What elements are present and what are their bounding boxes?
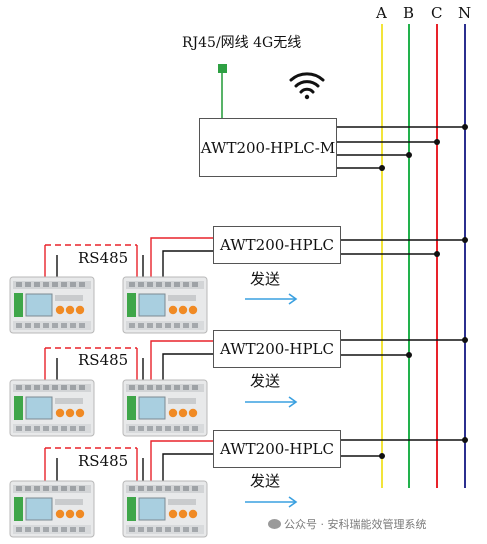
group-3-module: AWT200-HPLC [213,430,341,468]
bus-label-b: B [403,4,415,22]
wechat-icon [268,519,281,529]
group-1-wiring [340,239,465,255]
group-2-meter-right [122,379,208,437]
gateway-wiring [336,126,465,169]
group-1-send-label: 发送 [250,270,281,288]
group-1-junctions [434,237,468,257]
group-1-send-arrow-icon [245,293,298,305]
bus-label-a: A [376,4,387,22]
gateway-module: AWT200-HPLC-M [199,118,337,177]
group-2-wiring [340,339,465,356]
group-2-junctions [406,337,468,358]
group-3-junctions [379,437,468,459]
group-1-module-label: AWT200-HPLC [220,236,334,254]
group-3-meter-right [122,480,208,538]
group-1-meter-left [9,276,95,334]
group-2-send-arrow-icon [245,396,298,408]
group-3-module-label: AWT200-HPLC [220,440,334,458]
group-1-module: AWT200-HPLC [213,226,341,264]
group-2-rs485-wiring [44,340,213,383]
bus-label-c: C [431,4,443,22]
group-1-rs485-wiring [44,237,213,280]
watermark: 公众号 · 安科瑞能效管理系统 [268,516,427,532]
group-1-rs485-label: RS485 [78,249,129,267]
group-3-rs485-label: RS485 [78,452,129,470]
gateway-module-label: AWT200-HPLC-M [200,138,336,157]
uplink-label: RJ45/网线 4G无线 [182,35,302,51]
bus-label-n: N [458,4,472,22]
group-3-rs485-wiring [44,440,213,484]
rj45-port-icon [218,64,227,73]
watermark-text: 公众号 · 安科瑞能效管理系统 [284,518,427,531]
group-3-send-label: 发送 [250,472,281,490]
group-2-rs485-label: RS485 [78,351,129,369]
group-2-module-label: AWT200-HPLC [220,340,334,358]
gateway-junctions [379,124,468,171]
group-2-module: AWT200-HPLC [213,330,341,368]
wifi-icon [289,72,325,100]
group-3-send-arrow-icon [245,496,298,508]
group-3-wiring [340,439,465,457]
group-2-send-label: 发送 [250,372,281,390]
group-2-meter-left [9,379,95,437]
group-3-meter-left [9,480,95,538]
group-1-meter-right [122,276,208,334]
